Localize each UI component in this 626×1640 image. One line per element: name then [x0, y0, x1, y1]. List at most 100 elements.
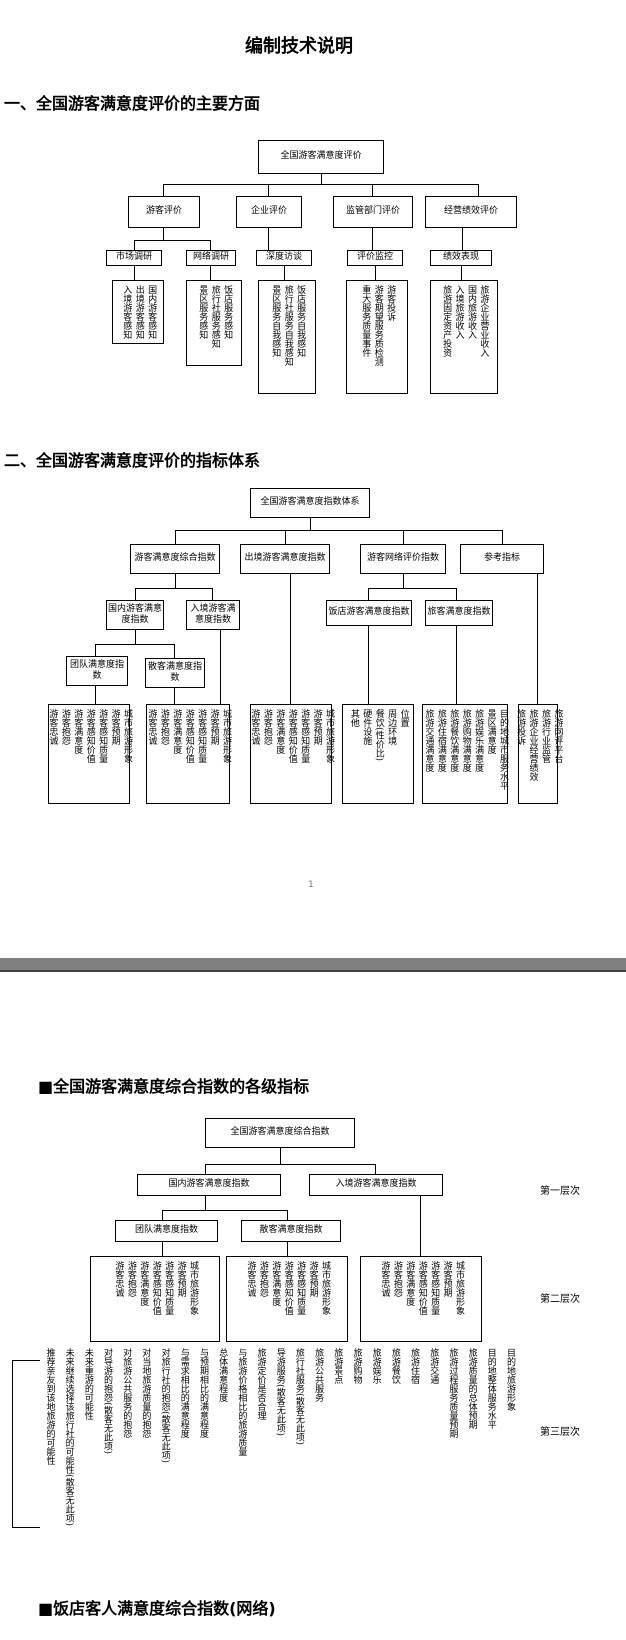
s1-leaf-text: 旅行社服务感知 [209, 285, 220, 348]
s2-leaf-text: 其他 [348, 709, 359, 727]
third-level-item: 旅游质量的总体预期 [466, 1348, 477, 1429]
p2-l1-box: 入境游客满意度指数 [309, 1174, 443, 1196]
s2-leaf-text: 景区满意度 [485, 709, 496, 754]
p2-l3-text: 游客满意度 [404, 1261, 415, 1306]
s1-l2-box: 经营绩效评价 [425, 196, 517, 228]
third-level-item: 旅游景点 [332, 1348, 343, 1384]
p2-l3-text: 游客满意度 [138, 1261, 149, 1306]
s1-leaf-text: 国内旅游收入 [465, 285, 476, 339]
s2-leaf-text: 游客忠诚 [47, 709, 58, 745]
s2-leaf-text: 游客满意度 [72, 709, 83, 754]
p2-l3-box: 城市旅游形象 游客预期 游客感知质量 游客感知价值 游客满意度 游客抱怨 游客忠… [90, 1256, 220, 1342]
s1-leaf-text: 入境游客感知 [121, 285, 132, 339]
s2-l2-box: 出境游客满意度指数 [240, 544, 330, 574]
s1-l2-box: 企业评价 [236, 196, 302, 228]
s1-leaf-text: 国内游客感知 [146, 285, 157, 339]
s2-leaf-text: 游客感知质量 [196, 709, 207, 763]
s2-leaf-text: 城市旅游形象 [221, 709, 232, 763]
s2-leaf-text: 游客抱怨 [59, 709, 70, 745]
s2-leaf-text: 游客满意度 [274, 709, 285, 754]
s2-leaf-text: 游客抱怨 [158, 709, 169, 745]
s1-leaf-box: 旅游企业营业收入 国内旅游收入 入境旅游收入 旅游固定资产投资 [430, 280, 498, 394]
p2-l3-text: 游客感知价值 [416, 1261, 427, 1315]
s2-leaf-text: 旅游企业经营绩效 [527, 709, 538, 781]
p2-l3-text: 游客预期 [175, 1261, 186, 1297]
s2-leaf-text: 餐饮(性价比) [373, 709, 384, 762]
page2-footer-heading: ■饭店客人满意度综合指数(网络) [38, 1599, 276, 1618]
s1-leaf-box: 游客投诉 游客期望服务质检测 重大服务质量事件 [346, 280, 408, 394]
third-level-item: 与旅游价格相比的旅游质量 [236, 1348, 247, 1456]
s1-leaf-text: 景区服务感知 [197, 285, 208, 339]
s2-leaf-text: 游客满意度 [171, 709, 182, 754]
s2-leaf-box: 城市旅游形象 游客预期 游客感知质量 游客感知价值 游客满意度 游客抱怨 游客忠… [47, 704, 132, 804]
s2-leaf-text: 目的地城市服务水平 [498, 709, 509, 790]
p2-l3-text: 游客满意度 [270, 1261, 281, 1306]
s2-l3-box: 入境游客满意度指数 [186, 600, 240, 630]
page2-heading: ■全国游客满意度综合指数的各级指标 [38, 1077, 310, 1096]
s2-l2-box: 游客网络评价指数 [360, 544, 446, 574]
third-level-item: 旅游娱乐 [370, 1348, 381, 1384]
s2-l4-box: 团队满意度指数 [66, 656, 128, 686]
p2-l3-text: 游客预期 [307, 1261, 318, 1297]
third-level-item: 旅游住宿 [409, 1348, 419, 1384]
p2-l2-box: 团队满意度指数 [115, 1220, 218, 1242]
p2-l3-text: 游客抱怨 [125, 1261, 136, 1297]
s2-leaf-text: 游客预期 [208, 709, 219, 745]
p2-l3-text: 游客感知价值 [150, 1261, 161, 1315]
s2-root: 全国游客满意度指数体系 [250, 488, 370, 518]
s2-leaf-text: 游客忠诚 [146, 709, 157, 745]
third-level-item: 对导游的抱怨(散客无此项) [102, 1348, 112, 1455]
s2-leaf-text: 游客抱怨 [261, 709, 272, 745]
p2-l3-text: 城市旅游形象 [454, 1261, 465, 1315]
third-level-item: 旅游餐饮 [389, 1348, 400, 1384]
s2-leaf-text: 旅游住宿满意度 [435, 709, 446, 772]
s1-l2-box: 监管部门评价 [333, 196, 413, 228]
p2-l3-text: 游客感知质量 [163, 1261, 174, 1315]
layer-label: 第一层次 [540, 1186, 580, 1197]
s2-leaf-text: 城市旅游形象 [324, 709, 335, 763]
s1-l3-box: 网络调研 [186, 250, 236, 266]
p2-l3-text: 游客感知质量 [429, 1261, 440, 1315]
p2-root: 全国游客满意度综合指数 [205, 1118, 355, 1148]
third-level-item: 与需求相比的满意程度 [178, 1348, 189, 1438]
s2-leaf-text: 旅游购物满意度 [460, 709, 471, 772]
s2-l4-box: 散客满意度指数 [145, 658, 205, 688]
s2-l3-box: 国内游客满意度指数 [106, 600, 164, 630]
s1-leaf-text: 饭店服务感知 [222, 285, 233, 339]
page-number: 1 [308, 880, 314, 890]
s2-leaf-text: 游客感知质量 [97, 709, 108, 763]
s2-leaf-text: 周边环境 [386, 709, 397, 745]
s1-leaf-box: 饭店服务感知 旅行社服务感知 景区服务感知 [186, 280, 242, 366]
s1-leaf-text: 饭店服务自我感知 [295, 285, 306, 357]
third-level-item: 对旅游公共服务的抱怨 [121, 1348, 132, 1438]
s2-leaf-text: 游客忠诚 [249, 709, 260, 745]
p2-l2-box: 散客满意度指数 [241, 1220, 341, 1242]
section-2-heading: 二、全国游客满意度评价的指标体系 [4, 451, 261, 470]
s2-leaf-text: 游客感知质量 [299, 709, 310, 763]
p2-l3-text: 城市旅游形象 [320, 1261, 331, 1315]
s2-leaf-text: 旅游行业监管 [539, 709, 550, 763]
s1-leaf-text: 景区服务自我感知 [270, 285, 281, 357]
s2-l2-box: 游客满意度综合指数 [130, 544, 220, 574]
s1-leaf-text: 游客期望服务质检测 [372, 285, 383, 366]
page-divider [0, 958, 626, 970]
s1-l2-box: 游客评价 [128, 196, 200, 228]
s1-leaf-text: 旅行社服务自我感知 [282, 285, 293, 366]
third-level-item: 旅游定价是否合理 [255, 1348, 266, 1420]
s1-l3-box: 评价监控 [347, 250, 403, 266]
s2-leaf-text: 游客预期 [109, 709, 120, 745]
s2-leaf-text: 旅游网评平台 [552, 709, 563, 763]
s1-leaf-text: 入境旅游收入 [453, 285, 464, 339]
s2-leaf-box: 城市旅游形象 游客预期 游客感知质量 游客感知价值 游客满意度 游客抱怨 游客忠… [249, 704, 335, 804]
p2-l3-text: 游客感知价值 [282, 1261, 293, 1315]
third-level-inner: 目的地旅游形象 目的地整体服务水平 旅游质量的总体预期 旅游过程服务质量预期 旅… [40, 1342, 518, 1532]
s2-leaf-text: 游客感知价值 [183, 709, 194, 763]
s2-leaf-text: 游客感知价值 [286, 709, 297, 763]
s1-leaf-box: 饭店服务自我感知 旅行社服务自我感知 景区服务自我感知 [258, 280, 316, 394]
third-level-item: 对当地旅游质量的抱怨 [140, 1348, 151, 1438]
third-level-item: 旅游过程服务质量预期 [447, 1348, 458, 1438]
s1-l3-box: 深度访谈 [256, 250, 312, 266]
p2-l3-text: 游客抱怨 [391, 1261, 402, 1297]
s2-leaf-text: 硬件设施 [361, 709, 372, 745]
p2-l3-text: 游客感知质量 [295, 1261, 306, 1315]
